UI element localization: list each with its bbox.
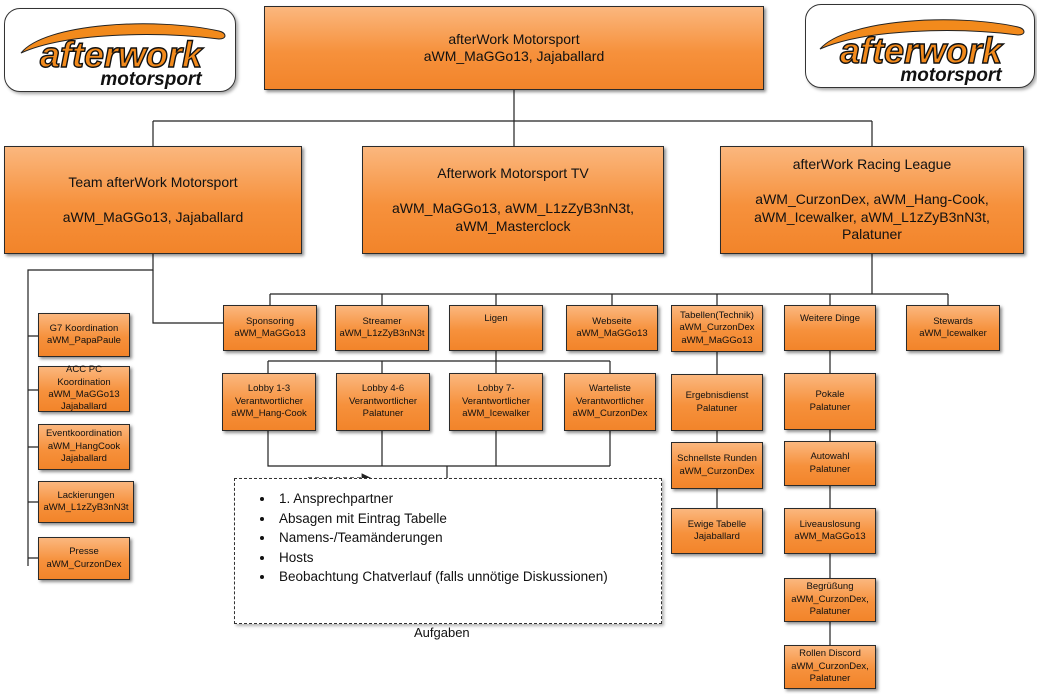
node-members: aWM_MaGGo13 (576, 328, 648, 339)
tasks-box: 1. Ansprechpartner Absagen mit Eintrag T… (234, 478, 662, 624)
node-members: aWM_MaGGo13 (794, 531, 866, 542)
node-name: Lackierungen (57, 489, 115, 501)
node-members: Palatuner (809, 463, 851, 475)
node-members: Verantwortlicher aWM_CurzonDex (572, 395, 648, 420)
node-members: aWM_CurzonDex aWM_MaGGo13 (679, 322, 755, 346)
afterwork-logo-image: afterwork motorsport (819, 19, 1025, 86)
node-afterwork-racing-league: afterWork Racing League aWM_CurzonDex, a… (720, 146, 1024, 254)
node-name: Presse (69, 546, 99, 558)
node-members: Palatuner (696, 402, 738, 414)
node-name: Afterwork Motorsport TV (437, 165, 589, 181)
logo-text-motorsport: motorsport (900, 65, 1002, 86)
node-name: Stewards (933, 315, 973, 327)
node-name: Lobby 1-3 (247, 383, 291, 395)
node-name: Streamer (362, 315, 402, 327)
node-members: aWM_MaGGo13 Jajaballard (48, 389, 120, 413)
node-members: Palatuner (809, 401, 851, 413)
node-members: aWM_CurzonDex (46, 558, 122, 570)
node-lobby-7: Lobby 7-Verantwortlicher aWM_Icewalker (449, 373, 543, 431)
node-name: Sponsoring (245, 315, 295, 327)
node-members: aWM_CurzonDex, Palatuner (791, 660, 869, 685)
logo-right: afterwork motorsport (805, 4, 1035, 88)
node-name: afterWork Racing League (792, 156, 952, 173)
node-root-name: afterWork Motorsport (448, 30, 580, 47)
node-members: aWM_CurzonDex (679, 465, 755, 477)
node-members: aWM_L1zZyB3nN3t (339, 328, 425, 339)
node-members: aWM_PapaPaule (47, 335, 121, 346)
node-name: Rollen Discord (799, 648, 861, 660)
task-item: Hosts (275, 548, 661, 568)
logo-text-afterwork: afterwork (40, 34, 204, 75)
node-afterwork-motorsport-tv: Afterwork Motorsport TV aWM_MaGGo13, aWM… (362, 146, 664, 254)
node-weitere-dinge: Weitere Dinge (784, 305, 876, 351)
node-members: Jajaballard (694, 531, 740, 542)
node-root-members: aWM_MaGGo13, Jajaballard (423, 48, 605, 64)
tasks-list: 1. Ansprechpartner Absagen mit Eintrag T… (235, 489, 661, 587)
node-name: Team afterWork Motorsport (68, 173, 238, 190)
node-name: Webseite (592, 315, 632, 327)
node-members: aWM_MaGGo13, Jajaballard (62, 208, 244, 225)
node-members: Verantwortlicher Palatuner (348, 395, 418, 420)
logo-left: afterwork motorsport (4, 8, 236, 92)
node-name: Weitere Dinge (799, 313, 861, 324)
node-members: aWM_HangCook Jajaballard (47, 440, 121, 465)
node-tabellen-technik: Tabellen(Technik)aWM_CurzonDex aWM_MaGGo… (671, 305, 763, 352)
task-item: Absagen mit Eintrag Tabelle (275, 509, 661, 529)
node-members: aWM_CurzonDex, aWM_Hang-Cook, aWM_Icewal… (754, 191, 990, 243)
node-name: Pokale (815, 389, 845, 401)
node-root: afterWork Motorsport aWM_MaGGo13, Jajaba… (264, 6, 764, 90)
node-name: Begrüßung (806, 581, 854, 593)
logo-text-motorsport: motorsport (100, 69, 202, 90)
node-name: Eventkoordination (45, 428, 123, 440)
logo-text-afterwork: afterwork (840, 30, 1004, 71)
node-name: Tabellen(Technik) (680, 309, 754, 321)
node-members: aWM_L1zZyB3nN3t (43, 502, 129, 513)
node-members: Verantwortlicher aWM_Hang-Cook (231, 395, 307, 420)
task-item: 1. Ansprechpartner (275, 489, 661, 509)
node-name: ACC PC Koordination (57, 364, 111, 388)
node-members: aWM_MaGGo13, aWM_L1zZyB3nN3t, aWM_Master… (392, 200, 634, 234)
node-name: Lobby 7- (477, 383, 515, 395)
node-members: aWM_MaGGo13 (234, 328, 306, 339)
node-name: G7 Koordination (49, 322, 119, 334)
task-item: Beobachtung Chatverlauf (falls unnötige … (275, 567, 661, 587)
node-name: Ewige Tabelle (687, 518, 747, 530)
node-name: Autowahl (810, 451, 850, 463)
node-name: Ligen (484, 313, 508, 324)
afterwork-logo-image: afterwork motorsport (20, 23, 226, 90)
node-members: Verantwortlicher aWM_Icewalker (461, 395, 531, 420)
node-name: Lobby 4-6 (361, 383, 405, 395)
node-name: Ergebnisdienst (685, 390, 749, 402)
node-members: aWM_CurzonDex, Palatuner (791, 593, 869, 618)
node-name: Warteliste (589, 383, 631, 395)
node-name: Schnellste Runden (677, 453, 757, 465)
node-ligen: Ligen (449, 305, 543, 351)
node-members: aWM_Icewalker (919, 328, 987, 339)
task-item: Namens-/Teamänderungen (275, 528, 661, 548)
node-team-afterwork-motorsport: Team afterWork Motorsport aWM_MaGGo13, J… (4, 146, 302, 254)
tasks-caption: Aufgaben (414, 625, 470, 640)
node-name: Liveauslosung (799, 518, 861, 530)
